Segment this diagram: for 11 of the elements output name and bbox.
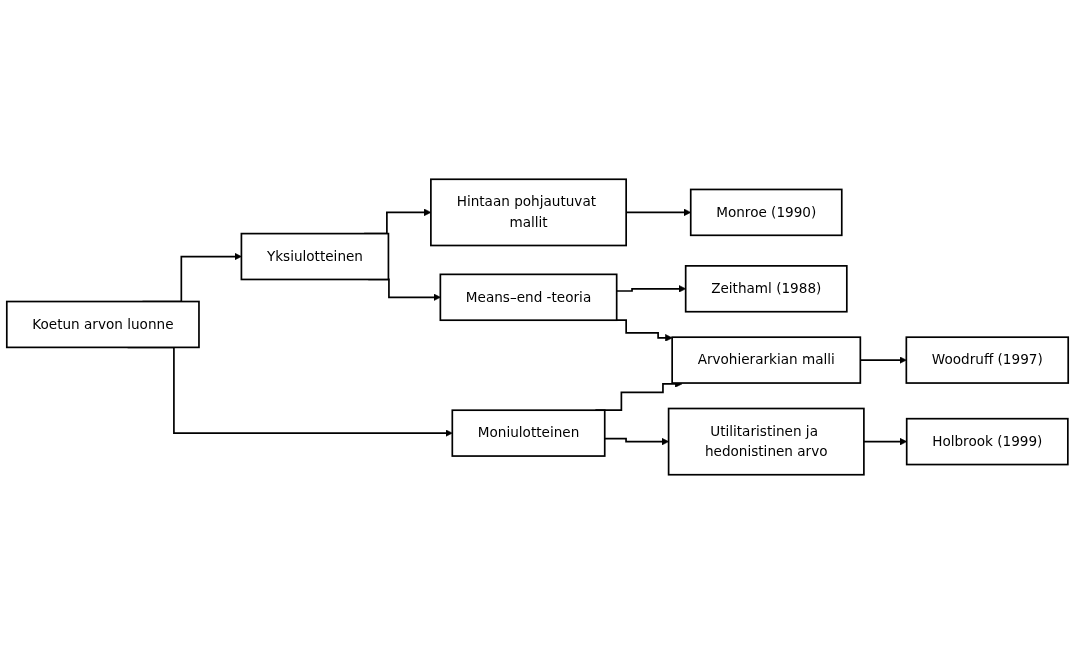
- node-box: Monroe (1990): [689, 188, 843, 237]
- node-box: Yksiulotteinen: [240, 232, 390, 281]
- node-box: Arvohierarkian malli: [671, 336, 862, 384]
- node-box: Moniulotteinen: [451, 409, 606, 457]
- node-box: Koetun arvon luonne: [5, 300, 200, 349]
- node-box: Hintaan pohjautuvat mallit: [430, 178, 627, 247]
- node-box: Utilitaristinen ja hedonistinen arvo: [667, 407, 865, 476]
- node-box: Woodruff (1997): [905, 336, 1070, 384]
- node-box: Holbrook (1999): [905, 417, 1069, 466]
- node-box: Means–end -teoria: [439, 273, 618, 322]
- node-box: Zeithaml (1988): [684, 265, 848, 313]
